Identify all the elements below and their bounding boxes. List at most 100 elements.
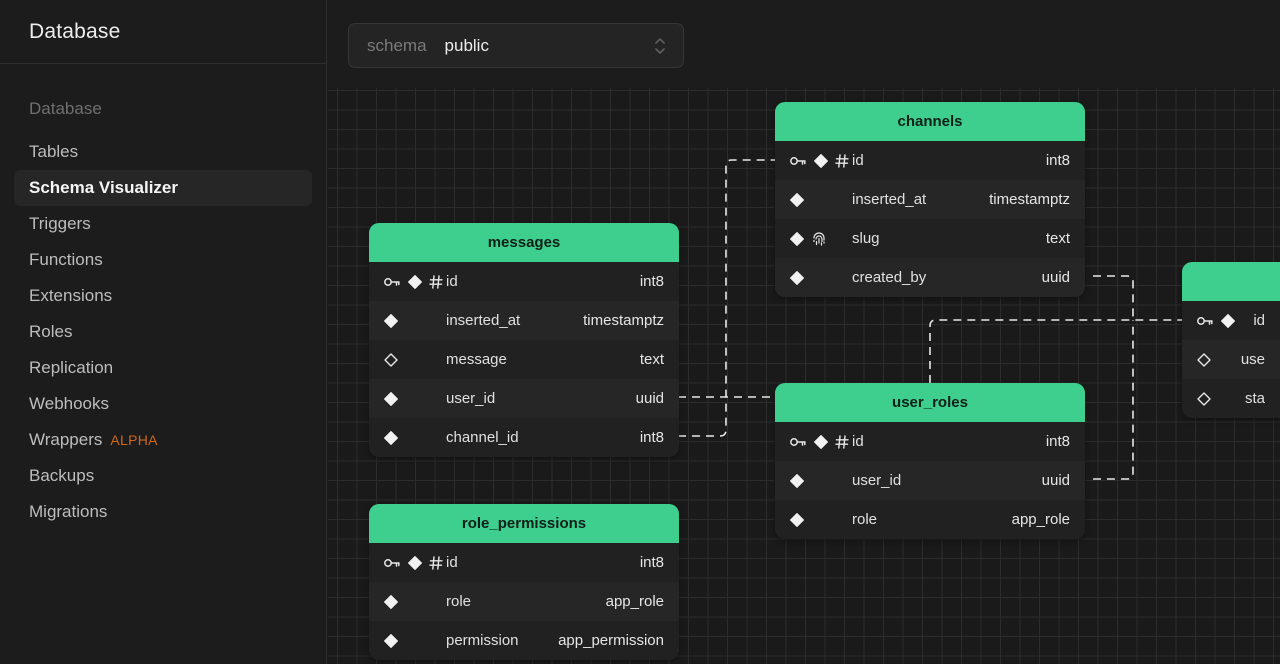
sidebar-item-migrations[interactable]: Migrations xyxy=(14,494,312,530)
column-type: uuid xyxy=(1041,472,1070,489)
filled-diamond-icon xyxy=(407,274,423,290)
column-icons xyxy=(775,192,852,208)
column-row-user_id[interactable]: user_id uuid xyxy=(369,379,679,418)
column-type: uuid xyxy=(635,390,664,407)
table-header[interactable]: role_permissions xyxy=(369,504,679,543)
toolbar: schema public xyxy=(328,0,1280,88)
sidebar-item-wrappers[interactable]: Wrappers ALPHA xyxy=(14,422,312,458)
filled-diamond-icon xyxy=(383,391,399,407)
sidebar-item-label: Replication xyxy=(29,358,114,377)
column-name: id xyxy=(852,433,864,450)
sidebar-item-triggers[interactable]: Triggers xyxy=(14,206,312,242)
key-icon xyxy=(383,555,401,571)
column-name: role xyxy=(852,511,878,528)
alpha-badge: ALPHA xyxy=(110,432,158,448)
table-header[interactable]: messages xyxy=(369,223,679,262)
sidebar-item-label: Schema Visualizer xyxy=(29,178,178,197)
sidebar-item-schema-visualizer[interactable]: Schema Visualizer xyxy=(14,170,312,206)
key-icon xyxy=(383,274,401,290)
sidebar-item-backups[interactable]: Backups xyxy=(14,458,312,494)
sidebar-item-label: Wrappers xyxy=(29,430,103,449)
filled-diamond-icon xyxy=(789,231,805,247)
column-name: user_id xyxy=(852,472,902,489)
column-type: int8 xyxy=(639,429,664,446)
column-row-user_id[interactable]: user_id uuid xyxy=(775,461,1085,500)
hash-icon xyxy=(835,153,851,169)
column-icons xyxy=(369,352,446,368)
column-type: int8 xyxy=(639,554,664,571)
column-type: app_permission xyxy=(558,632,664,649)
table-header[interactable] xyxy=(1182,262,1280,301)
sidebar-item-replication[interactable]: Replication xyxy=(14,350,312,386)
column-row-channel_id[interactable]: channel_id int8 xyxy=(369,418,679,457)
column-icons xyxy=(1182,352,1241,368)
column-icons xyxy=(369,274,446,290)
table-header[interactable]: channels xyxy=(775,102,1085,141)
sidebar-item-label: Triggers xyxy=(29,214,91,233)
table-node-users-partial[interactable]: id use sta xyxy=(1182,262,1280,418)
chevron-up-down-icon xyxy=(653,35,667,57)
filled-diamond-icon xyxy=(789,473,805,489)
column-type: int8 xyxy=(1045,433,1070,450)
key-icon xyxy=(789,434,807,450)
column-name: id xyxy=(446,554,458,571)
sidebar-item-label: Backups xyxy=(29,466,95,485)
filled-diamond-icon xyxy=(383,594,399,610)
filled-diamond-icon xyxy=(383,430,399,446)
column-icons xyxy=(775,512,852,528)
column-row-id[interactable]: id int8 xyxy=(369,543,679,582)
column-name: use xyxy=(1240,351,1265,368)
column-row-use[interactable]: use xyxy=(1182,340,1280,379)
column-type: timestamptz xyxy=(989,191,1070,208)
column-type: int8 xyxy=(639,273,664,290)
sidebar-item-webhooks[interactable]: Webhooks xyxy=(14,386,312,422)
column-name: message xyxy=(446,351,507,368)
sidebar-item-extensions[interactable]: Extensions xyxy=(14,278,312,314)
column-icons xyxy=(369,555,446,571)
column-row-id[interactable]: id int8 xyxy=(775,422,1085,461)
sidebar-item-functions[interactable]: Functions xyxy=(14,242,312,278)
column-icons xyxy=(369,430,446,446)
schema-select[interactable]: schema public xyxy=(348,23,684,68)
column-type: text xyxy=(1045,230,1070,247)
sidebar-header: Database xyxy=(0,0,326,64)
column-row-sta[interactable]: sta xyxy=(1182,379,1280,418)
filled-diamond-icon xyxy=(789,270,805,286)
sidebar-title: Database xyxy=(29,19,121,43)
filled-diamond-icon xyxy=(813,434,829,450)
column-name: user_id xyxy=(446,390,496,407)
column-row-id[interactable]: id xyxy=(1182,301,1280,340)
column-name: id xyxy=(446,273,458,290)
column-name: channel_id xyxy=(446,429,519,446)
sidebar-item-roles[interactable]: Roles xyxy=(14,314,312,350)
hash-icon xyxy=(429,274,445,290)
table-header[interactable]: user_roles xyxy=(775,383,1085,422)
filled-diamond-icon xyxy=(1220,313,1236,329)
sidebar-item-label: Migrations xyxy=(29,502,108,521)
sidebar-item-label: Tables xyxy=(29,142,79,161)
sidebar-item-tables[interactable]: Tables xyxy=(14,134,312,170)
column-type: app_role xyxy=(605,593,664,610)
column-icons xyxy=(775,434,852,450)
sidebar-item-label: Extensions xyxy=(29,286,113,305)
key-icon xyxy=(1196,313,1214,329)
column-row-id[interactable]: id int8 xyxy=(369,262,679,301)
